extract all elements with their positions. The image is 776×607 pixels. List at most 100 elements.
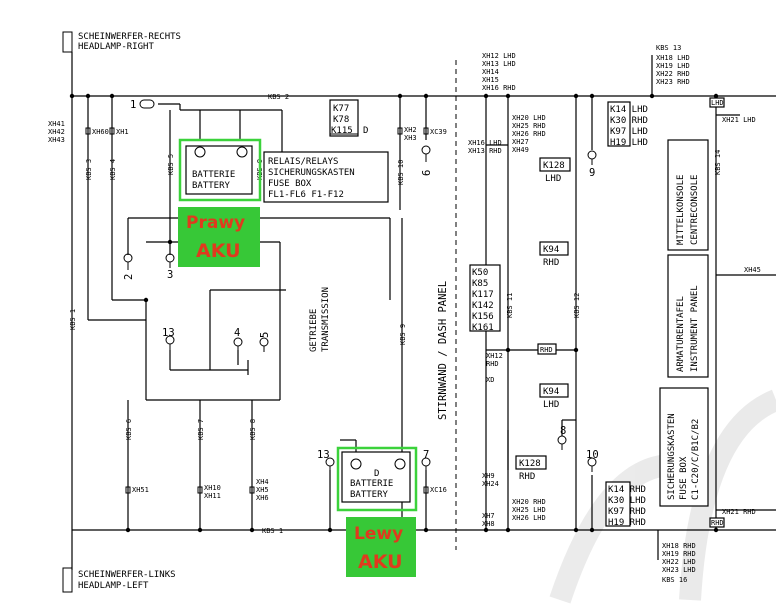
svg-text:XH26 LHD: XH26 LHD [512, 514, 546, 522]
svg-text:K78: K78 [333, 115, 349, 125]
xh51-label: XH51 [132, 486, 149, 494]
xh-group-right-top: XH18 LHD XH19 LHD XH22 RHD XH23 RHD [656, 54, 690, 86]
svg-text:XH20 LHD: XH20 LHD [512, 114, 546, 122]
xh6-label: XH6 [256, 494, 269, 502]
svg-text:XH19 LHD: XH19 LHD [656, 62, 690, 70]
svg-text:K97 LHD: K97 LHD [610, 127, 648, 137]
svg-text:XH23 RHD: XH23 RHD [656, 78, 690, 86]
svg-text:XH49: XH49 [512, 146, 529, 154]
xh5-label: XH5 [256, 486, 269, 494]
ground-2-number: 2 [123, 274, 135, 280]
svg-text:K77: K77 [333, 104, 349, 114]
svg-text:XH16 LHD: XH16 LHD [468, 139, 502, 147]
xh3-label: XH3 [404, 134, 417, 142]
ground-10-number: 10 [586, 449, 599, 461]
svg-text:Prawy: Prawy [186, 213, 245, 233]
xh42-label: XH42 [48, 128, 65, 136]
xh2-label: XH2 [404, 126, 417, 134]
xh60-label: XH60 [92, 128, 109, 136]
lhd-tag [709, 97, 725, 108]
kbs12-vertical: KBS 12 [573, 293, 581, 318]
xh12-rhd-sub: RHD [486, 360, 499, 368]
xh24-label: XH24 [482, 480, 499, 488]
svg-text:XH13 RHD: XH13 RHD [468, 147, 502, 155]
headlamp-left-connector [62, 567, 73, 593]
svg-text:K128: K128 [519, 459, 541, 469]
ground-6-number: 6 [421, 170, 433, 176]
k77-box: K77 K78 K115 D [329, 99, 368, 137]
connectors [85, 127, 429, 494]
svg-text:XH22 RHD: XH22 RHD [656, 70, 690, 78]
svg-text:XH27: XH27 [512, 138, 529, 146]
svg-text:XH12 LHD: XH12 LHD [482, 52, 516, 60]
svg-text:XH25 RHD: XH25 RHD [512, 122, 546, 130]
ground-8-number: 8 [560, 425, 566, 437]
kbs11-vertical: KBS 11 [506, 293, 514, 318]
kbs8-vertical: KBS 8 [249, 419, 257, 440]
kbs4-vertical: KBS 4 [109, 159, 117, 180]
k128-box-top: K128 LHD [539, 157, 571, 184]
ground-1-number: 1 [130, 99, 136, 111]
kbs10-vertical: KBS 10 [397, 160, 405, 185]
svg-text:K97 RHD: K97 RHD [608, 507, 646, 517]
xh-group-top: XH12 LHD XH13 LHD XH14 XH15 XH16 RHD [482, 52, 516, 92]
svg-text:K117: K117 [472, 290, 494, 300]
svg-text:ARMATURENTAFEL: ARMATURENTAFEL [676, 296, 686, 372]
svg-text:FUSE BOX: FUSE BOX [268, 179, 312, 189]
svg-text:K161: K161 [472, 323, 494, 333]
svg-text:H19 RHD: H19 RHD [608, 518, 646, 528]
svg-text:XH13 LHD: XH13 LHD [482, 60, 516, 68]
svg-text:BATTERY: BATTERY [192, 181, 231, 191]
ground-3-number: 3 [167, 269, 173, 281]
xh12-rhd-label: XH12 [486, 352, 503, 360]
kbs7-vertical: KBS 7 [197, 419, 205, 440]
xh-group-right-bottom: XH18 RHD XH19 RHD XH22 LHD XH23 LHD KBS … [662, 542, 696, 584]
svg-text:K30 LHD: K30 LHD [608, 496, 646, 506]
kbs13-label: KBS 13 [656, 44, 681, 52]
xh-group-20: XH20 LHD XH25 RHD XH26 RHD XH27 XH49 [512, 114, 546, 154]
kbs9-vertical: KBS 9 [399, 324, 407, 345]
svg-text:H19 LHD: H19 LHD [610, 138, 648, 148]
svg-text:FL1-FL6 F1-F12: FL1-FL6 F1-F12 [268, 190, 344, 200]
xh41-label: XH41 [48, 120, 65, 128]
kbs3-vertical: KBS 3 [85, 159, 93, 180]
battery-right: BATTERIE BATTERY [178, 138, 262, 202]
kbs6-vertical: KBS 6 [125, 419, 133, 440]
svg-text:XH19 RHD: XH19 RHD [662, 550, 696, 558]
xh7-label: XH7 [482, 512, 495, 520]
svg-text:XH20 RHD: XH20 RHD [512, 498, 546, 506]
dash-panel-label: STIRNWAND / DASH PANEL [437, 281, 449, 420]
svg-text:LHD: LHD [545, 174, 561, 184]
headlamp-right-label-de: SCHEINWERFER-RECHTS [78, 32, 181, 42]
svg-text:K94: K94 [543, 245, 559, 255]
rhd-tag-2-text: RHD [711, 519, 724, 527]
svg-text:D: D [374, 469, 379, 479]
svg-text:LHD: LHD [543, 400, 559, 410]
svg-text:AKU: AKU [196, 240, 241, 262]
svg-text:XH16 RHD: XH16 RHD [482, 84, 516, 92]
svg-text:K30 RHD: K30 RHD [610, 116, 648, 126]
svg-text:FUSE BOX: FUSE BOX [679, 456, 689, 500]
svg-text:MITTELKONSOLE: MITTELKONSOLE [676, 175, 686, 245]
k128-box-mid: K128 RHD [515, 455, 547, 482]
k14-box-top: K14 LHD K30 RHD K97 LHD H19 LHD [607, 101, 648, 148]
mittelkonsole-box: MITTELKONSOLE CENTRECONSOLE [667, 139, 709, 251]
xh1-label: XH1 [116, 128, 129, 136]
k14-box-bottom: K14 RHD K30 LHD K97 RHD H19 RHD [605, 481, 646, 528]
k94-box-mid: K94 LHD [539, 383, 569, 410]
xh11-label: XH11 [204, 492, 221, 500]
transmission-label-en: TRANSMISSION [321, 287, 331, 352]
kbs1-label: KBS 1 [262, 527, 283, 535]
ground-5-number: 5 [259, 332, 271, 338]
svg-text:CENTRECONSOLE: CENTRECONSOLE [690, 175, 700, 245]
headlamp-left-label-en: HEADLAMP-LEFT [78, 581, 149, 591]
transmission-label-de: GETRIEBE [309, 309, 319, 352]
xc16-label: XC16 [430, 486, 447, 494]
headlamp-right-connector [62, 31, 73, 53]
xh-group-16: XH16 LHD XH13 RHD [468, 139, 502, 155]
xc39-label: XC39 [430, 128, 447, 136]
svg-text:K94: K94 [543, 387, 559, 397]
ground-13-number: 13 [162, 327, 175, 339]
ground-13b-number: 13 [317, 449, 330, 461]
svg-text:K14 RHD: K14 RHD [608, 485, 646, 495]
